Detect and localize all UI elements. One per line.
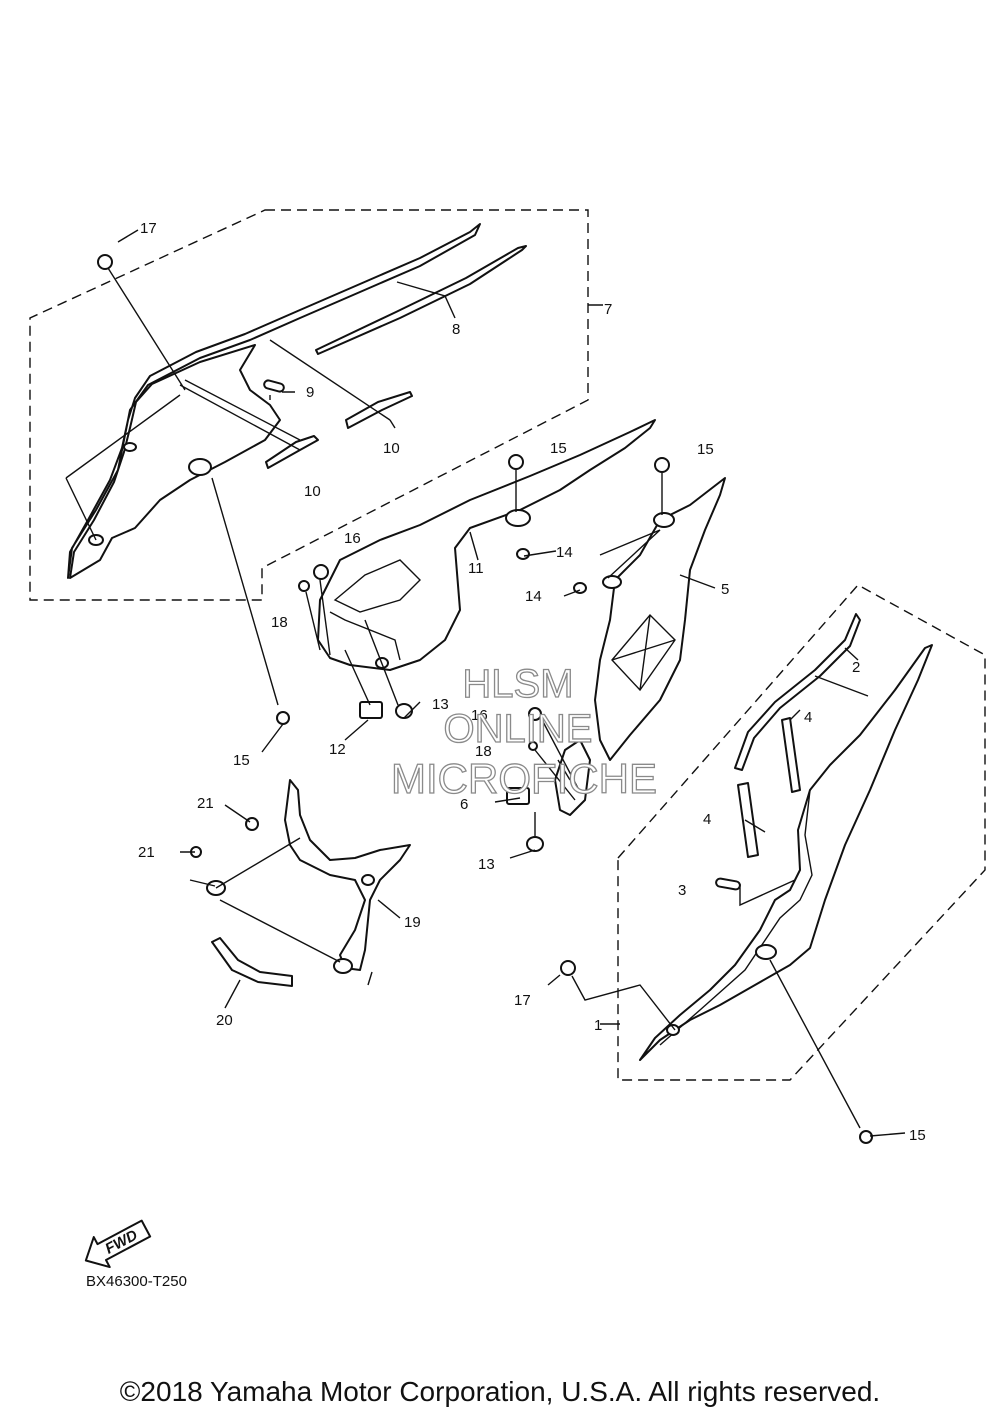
watermark-line3: MICROFICHE bbox=[391, 755, 657, 802]
callout-21a: 21 bbox=[197, 795, 214, 812]
callout-15c: 15 bbox=[233, 752, 250, 769]
bolt-15b bbox=[654, 457, 670, 473]
decal-10a bbox=[345, 391, 413, 429]
decal-4b bbox=[737, 782, 759, 858]
callout-8: 8 bbox=[452, 321, 460, 338]
grommet-hole bbox=[188, 458, 212, 476]
leader-lines-lower bbox=[180, 804, 401, 1009]
watermark-line2: ONLINE bbox=[444, 707, 593, 751]
watermark-line1: HLSM bbox=[462, 662, 573, 706]
grommet-11 bbox=[505, 509, 531, 527]
emblem-stripe-8 bbox=[315, 245, 527, 355]
mount-1 bbox=[666, 1024, 680, 1036]
lower-cover-1 bbox=[639, 644, 933, 1061]
part-9 bbox=[263, 379, 285, 393]
bolt-17b bbox=[560, 960, 576, 976]
lower-cover-1-edge bbox=[659, 789, 813, 1046]
callout-19: 19 bbox=[404, 914, 421, 931]
callout-6: 6 bbox=[460, 796, 468, 813]
callout-5: 5 bbox=[721, 581, 729, 598]
leader-lines-middle bbox=[261, 470, 716, 859]
clip-12 bbox=[359, 701, 383, 719]
callout-21b: 21 bbox=[138, 844, 155, 861]
callout-2: 2 bbox=[852, 659, 860, 676]
diagram-code: BX46300-T250 bbox=[86, 1273, 187, 1290]
collar-14a bbox=[516, 548, 530, 560]
mount-tab bbox=[123, 442, 137, 452]
inner-panel-5-grille bbox=[611, 613, 676, 692]
bolt-15d bbox=[859, 1130, 873, 1144]
callout-14b: 14 bbox=[525, 588, 542, 605]
screw-16b bbox=[528, 707, 542, 721]
callout-10b: 10 bbox=[304, 483, 321, 500]
callout-15b: 15 bbox=[697, 441, 714, 458]
callout-4b: 4 bbox=[703, 811, 711, 828]
callout-15a: 15 bbox=[550, 440, 567, 457]
bolt-17 bbox=[97, 254, 113, 270]
callout-18a: 18 bbox=[271, 614, 288, 631]
callout-4a: 4 bbox=[804, 709, 812, 726]
bolt-15a bbox=[508, 454, 524, 470]
grommet-5b bbox=[602, 575, 622, 589]
nut-18a bbox=[298, 580, 310, 592]
side-cover-upper-7 bbox=[67, 223, 481, 579]
callout-3: 3 bbox=[678, 882, 686, 899]
middle-cover-11-inner bbox=[329, 559, 421, 661]
screw-16a bbox=[313, 564, 329, 580]
mount-19b bbox=[333, 958, 353, 974]
clip-6 bbox=[506, 787, 530, 805]
callouts: 17 7 8 9 10 10 15 15 16 11 14 14 5 18 2 … bbox=[138, 220, 926, 1144]
callout-18b: 18 bbox=[475, 743, 492, 760]
assembly-7-boundary bbox=[29, 209, 589, 601]
side-cover-panel-7 bbox=[69, 344, 281, 579]
assembly-1-boundary bbox=[617, 584, 986, 1081]
nut-18b bbox=[528, 741, 538, 751]
callout-16a: 16 bbox=[344, 530, 361, 547]
callout-7: 7 bbox=[604, 301, 612, 318]
grommet-13b bbox=[526, 836, 544, 852]
watermark: HLSM ONLINE MICROFICHE bbox=[390, 661, 657, 802]
callout-9: 9 bbox=[306, 384, 314, 401]
callout-14a: 14 bbox=[556, 544, 573, 561]
callout-13b: 13 bbox=[478, 856, 495, 873]
pin-3 bbox=[715, 877, 741, 891]
callout-13a: 13 bbox=[432, 696, 449, 713]
decal-4a bbox=[781, 717, 801, 793]
grommet-13a bbox=[395, 703, 413, 719]
callout-17b: 17 bbox=[514, 992, 531, 1009]
copyright-notice: ©2018 Yamaha Motor Corporation, U.S.A. A… bbox=[119, 1376, 881, 1407]
inner-panel-5 bbox=[594, 477, 726, 761]
trim-20 bbox=[211, 937, 293, 987]
callout-12: 12 bbox=[329, 741, 346, 758]
callout-17: 17 bbox=[140, 220, 157, 237]
grommet-1 bbox=[755, 944, 777, 960]
grommet-5a bbox=[653, 512, 675, 528]
leader-lines-7 bbox=[65, 229, 603, 706]
callout-11: 11 bbox=[468, 560, 484, 577]
fwd-arrow-icon: FWD bbox=[84, 1219, 152, 1269]
callout-15d: 15 bbox=[909, 1127, 926, 1144]
callout-20: 20 bbox=[216, 1012, 233, 1029]
leader-lines-1 bbox=[547, 647, 906, 1137]
decal-10b bbox=[265, 435, 319, 469]
middle-cover-11 bbox=[317, 419, 656, 671]
callout-10a: 10 bbox=[383, 440, 400, 457]
callout-16b: 16 bbox=[471, 707, 488, 724]
mount-19a bbox=[361, 874, 375, 886]
bolt-15c bbox=[276, 711, 290, 725]
under-cowl-19 bbox=[284, 779, 411, 971]
callout-1: 1 bbox=[594, 1017, 602, 1034]
stripe-2 bbox=[734, 613, 861, 771]
